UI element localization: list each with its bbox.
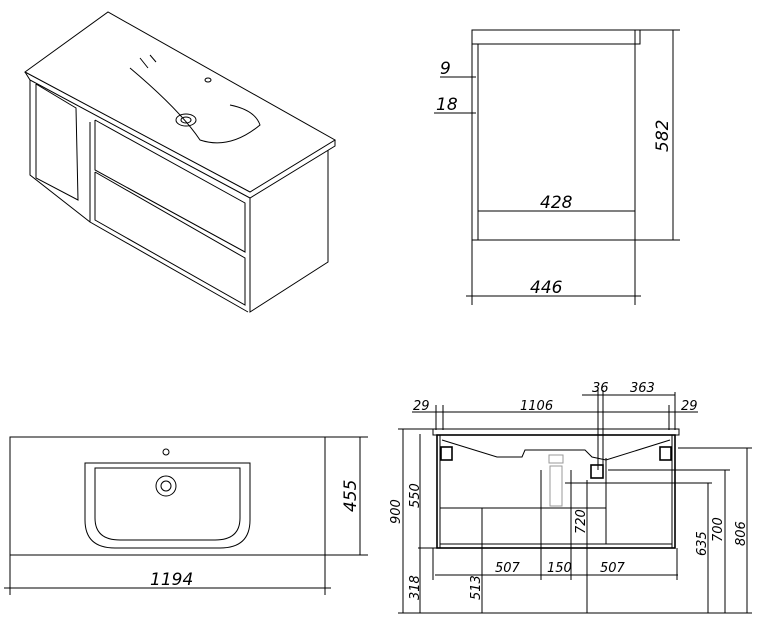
dim-446: 446 [530, 278, 563, 298]
dim-18: 18 [436, 95, 458, 115]
dim-29-left: 29 [413, 399, 430, 414]
dim-428: 428 [540, 193, 573, 213]
dim-582: 582 [653, 120, 673, 152]
dim-700: 700 [711, 517, 726, 542]
dim-318: 318 [408, 575, 423, 600]
dim-9: 9 [440, 59, 451, 79]
dim-513: 513 [469, 575, 484, 600]
dim-806: 806 [734, 521, 749, 546]
dim-1194: 1194 [150, 570, 193, 590]
dim-1106: 1106 [520, 399, 553, 414]
dim-550: 550 [408, 483, 423, 508]
front-view: 29 1106 29 36 363 507 150 507 900 550 31… [389, 381, 752, 614]
dim-363: 363 [630, 381, 655, 396]
dim-635: 635 [695, 531, 710, 556]
dim-720: 720 [574, 509, 589, 534]
dim-507-right: 507 [600, 561, 626, 576]
top-view: 1194 455 [4, 436, 368, 595]
dim-29-right: 29 [681, 399, 698, 414]
dim-150: 150 [547, 561, 572, 576]
dim-900: 900 [389, 499, 404, 524]
isometric-view [24, 11, 336, 313]
side-view: 9 18 428 446 582 [434, 29, 680, 305]
dim-507-left: 507 [495, 561, 521, 576]
dim-36: 36 [592, 381, 609, 396]
dim-455: 455 [341, 480, 361, 512]
